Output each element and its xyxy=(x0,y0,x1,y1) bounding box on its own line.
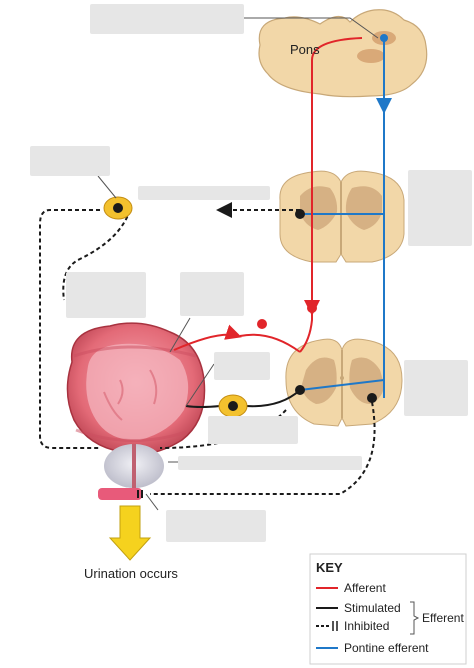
pons-illustration xyxy=(258,9,428,98)
blank-label-internal-sphincter[interactable] xyxy=(178,456,362,470)
ganglion-lower xyxy=(218,394,248,418)
key-pontine-label: Pontine efferent xyxy=(344,641,429,655)
key-efferent-bracket xyxy=(410,601,420,635)
blank-label-afferent[interactable] xyxy=(180,272,244,316)
key-efferent-label: Efferent xyxy=(422,611,464,625)
key-inhibited-label: Inhibited xyxy=(344,619,389,633)
blank-label-parasympathetic[interactable] xyxy=(208,416,298,444)
afferent-pathway xyxy=(173,37,363,353)
label-pointer-lines xyxy=(97,17,379,511)
blank-label-pontine-center[interactable] xyxy=(90,4,244,34)
urination-arrow xyxy=(108,505,152,561)
external-sphincter xyxy=(98,488,142,500)
urination-label: Urination occurs xyxy=(84,566,178,581)
pontine-efferent-pathway xyxy=(299,34,392,398)
pons-label: Pons xyxy=(290,42,320,57)
spinal-cord-section-upper xyxy=(279,170,405,263)
key-legend: KEY Afferent Stimulated Inhibited Effere… xyxy=(309,553,467,665)
blank-label-sacral[interactable] xyxy=(404,360,468,416)
blank-label-thoracolumbar[interactable] xyxy=(408,170,472,246)
key-afferent-label: Afferent xyxy=(344,581,386,595)
efferent-stimulated-pathway xyxy=(185,209,377,408)
blank-label-upper-spinal[interactable] xyxy=(138,186,270,200)
afferent-ganglion xyxy=(257,319,267,329)
bladder-illustration xyxy=(66,322,206,500)
blank-label-external-sphincter[interactable] xyxy=(166,510,266,542)
blank-label-sympathetic[interactable] xyxy=(66,272,146,318)
key-title: KEY xyxy=(316,560,343,575)
blank-label-ganglion[interactable] xyxy=(30,146,110,176)
pontine-efferent-origin xyxy=(380,34,388,42)
ganglion-upper xyxy=(103,196,133,220)
key-stimulated-label: Stimulated xyxy=(344,601,401,615)
blank-label-detrusor[interactable] xyxy=(214,352,270,380)
